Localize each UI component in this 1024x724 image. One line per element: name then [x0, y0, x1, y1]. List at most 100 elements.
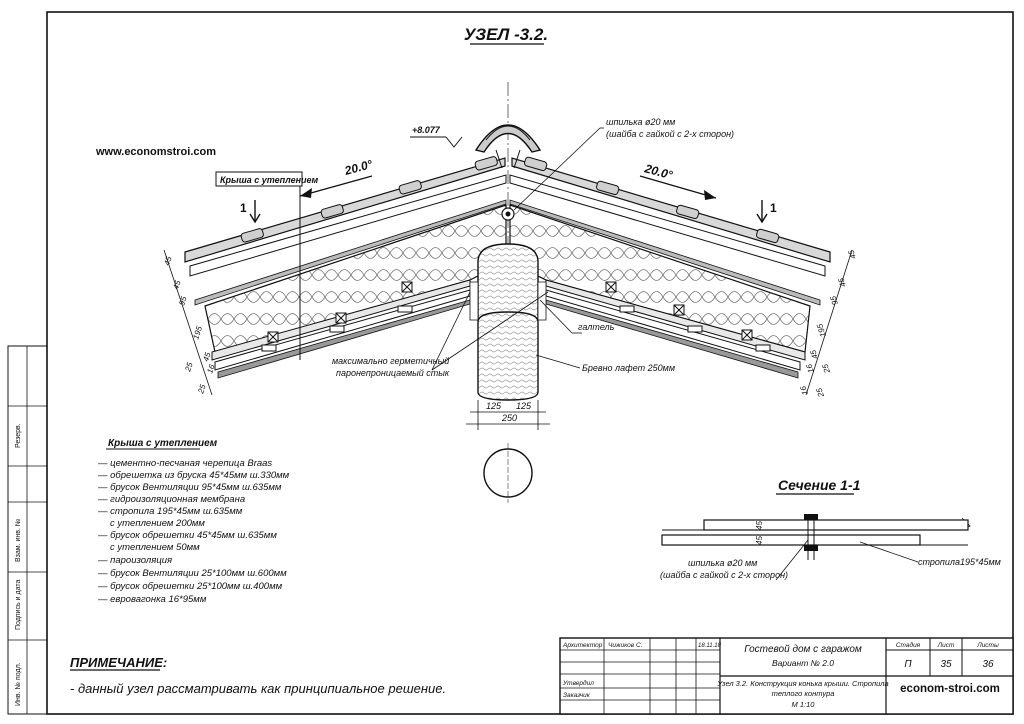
tb-scale: М 1:10 — [792, 700, 816, 709]
dim-left-0: 45 — [162, 255, 173, 267]
dim-right-8: 25 — [814, 386, 826, 399]
tb-role-2: Утвердил — [562, 679, 594, 687]
dim-right-4: 45 — [808, 348, 819, 360]
note-heading: ПРИМЕЧАНИЕ: — [70, 655, 167, 670]
tb-sheets-h: Листы — [976, 642, 999, 649]
section-pin-1: шпилька ø20 мм — [688, 558, 757, 568]
dim-left-7: 25 — [196, 383, 208, 396]
legend-item: — стропила 195*45мм ш.635мм — [97, 506, 243, 517]
tile-clip — [240, 228, 264, 243]
tb-date-1: 18.11.18 — [698, 643, 722, 649]
side-stamp: Резерв. Взам. инв. № Подпись и дата Инв.… — [7, 345, 48, 715]
legend-item: — обрешетка из бруска 45*45мм ш.330мм — [97, 470, 290, 481]
tile-clip — [320, 204, 344, 219]
legend-item: — брусок обрешетки 45*45мм ш.635мм — [97, 530, 277, 541]
tb-project: Гостевой дом с гаражом — [744, 644, 862, 655]
tb-sheet-title-1: Узел 3.2. Конструкция конька крыши. Стро… — [716, 679, 888, 688]
slope-right-marker: 20.0° — [639, 161, 717, 200]
section-title: Сечение 1-1 — [778, 477, 861, 493]
tile-clip — [676, 204, 700, 220]
dim-right-7: 16 — [798, 384, 809, 396]
stamp-row-2: Подпись и дата — [15, 580, 22, 630]
legend: Крыша с утеплением — цементно-песчаная ч… — [97, 438, 290, 605]
dim-half-left: 125 — [486, 401, 502, 411]
section-marker-right: 1 — [756, 200, 777, 224]
dims-right: 45 45 95 195 45 16 25 16 25 — [798, 248, 857, 399]
dims-left: 45 45 95 195 45 16 25 25 — [162, 249, 217, 396]
tb-sheet-h: Лист — [937, 642, 955, 649]
joint-callout: максимально герметичный паронепроницаемы… — [332, 291, 549, 378]
section-rafter: стропила195*45мм — [918, 557, 1001, 567]
tb-name-1: Чижиков С. — [608, 642, 643, 649]
legend-item: — брусок Вентиляции 95*45мм ш.635мм — [97, 482, 282, 493]
pin-label-2: (шайба с гайкой с 2-х сторон) — [606, 129, 734, 139]
section-pin-2: (шайба с гайкой с 2-х сторон) — [660, 570, 788, 580]
legend-title: Крыша с утеплением — [108, 438, 218, 449]
log-label: Бревно лафет 250мм — [582, 363, 675, 373]
legend-item: — пароизоляция — [97, 555, 172, 566]
joint-label-2: паронепроницаемый стык — [336, 368, 450, 378]
log-dimension: 125 125 250 — [466, 400, 550, 430]
title-block: Архитектор Чижиков С. 18.11.18 Утвердил … — [559, 637, 1014, 715]
note: ПРИМЕЧАНИЕ: - данный узел рассматривать … — [70, 655, 446, 696]
section-dim-a: 45 — [755, 521, 764, 530]
legend-item: — брусок обрешетки 25*100мм ш.400мм — [97, 581, 283, 592]
tb-sheets: 36 — [982, 659, 994, 670]
legend-item: с утеплением 50мм — [110, 542, 200, 553]
dim-left-6: 25 — [183, 361, 195, 374]
dim-left-5: 16 — [205, 363, 216, 375]
joint-label-1: максимально герметичный — [332, 356, 449, 366]
legend-item: — брусок Вентиляции 25*100мм ш.600мм — [97, 568, 287, 579]
roof-tag-label: Крыша с утеплением — [220, 175, 319, 185]
dim-half-right: 125 — [516, 401, 532, 411]
section-marker-left: 1 — [240, 200, 261, 224]
section-number-left: 1 — [240, 201, 247, 215]
roof-section — [184, 124, 831, 401]
section-dim-b: 45 — [755, 536, 764, 545]
tb-stage: П — [904, 659, 912, 670]
roof-tag: Крыша с утеплением — [215, 171, 319, 360]
stamp-row-3: Взам. инв. № — [15, 519, 22, 562]
note-text: - данный узел рассматривать как принципи… — [70, 681, 446, 696]
tb-role-3: Заказчик — [563, 692, 591, 699]
galtel-label: галтель — [578, 322, 615, 332]
section-1-1: Сечение 1-1 45 45 шпилька ø20 мм (шайба … — [660, 477, 1001, 581]
tile-clip — [524, 156, 548, 172]
dim-right-6: 25 — [820, 362, 832, 375]
tb-stage-h: Стадия — [896, 641, 921, 649]
dim-left-1: 45 — [171, 279, 182, 291]
site-url-right: econom-stroi.com — [900, 683, 1000, 695]
tile-clip — [596, 180, 620, 196]
pin-callout: шпилька ø20 мм (шайба с гайкой с 2-х сто… — [513, 117, 734, 211]
tile-clip — [474, 156, 498, 171]
dim-left-4: 45 — [201, 351, 212, 363]
tb-sheet: 35 — [940, 659, 952, 670]
tile-clip — [398, 180, 422, 195]
dim-right-1: 45 — [836, 276, 847, 288]
galtel-callout: галтель — [539, 299, 615, 334]
section-number-right: 1 — [770, 201, 777, 215]
legend-item: — евровагонка 16*95мм — [97, 594, 207, 605]
tb-variant: Вариант № 2.0 — [772, 658, 834, 668]
legend-item: с утеплением 200мм — [110, 518, 205, 529]
slope-left-label: 20.0° — [342, 157, 374, 178]
pin-label-1: шпилька ø20 мм — [606, 117, 675, 127]
slope-right-label: 20.0° — [642, 161, 674, 182]
site-url-left: www.economstroi.com — [95, 146, 216, 158]
tile-clip — [756, 228, 780, 244]
stamp-row-1: Инв. № подл. — [15, 662, 22, 706]
log-callout: Бревно лафет 250мм — [535, 354, 675, 373]
legend-item: — гидроизоляционная мембрана — [97, 494, 245, 505]
tb-role-1: Архитектор — [562, 642, 603, 649]
tb-sheet-title-2: теплого контура — [772, 689, 835, 698]
stamp-reserve: Резерв. — [15, 423, 22, 448]
elevation-mark: +8.077 — [410, 125, 463, 148]
legend-item: — цементно-песчаная черепица Braas — [97, 458, 272, 469]
dim-left-2: 95 — [177, 295, 188, 307]
dim-total: 250 — [501, 413, 517, 423]
dim-right-3: 195 — [815, 322, 828, 338]
dim-right-2: 95 — [828, 294, 839, 306]
dim-left-3: 195 — [191, 325, 204, 341]
elevation-label: +8.077 — [412, 125, 441, 135]
